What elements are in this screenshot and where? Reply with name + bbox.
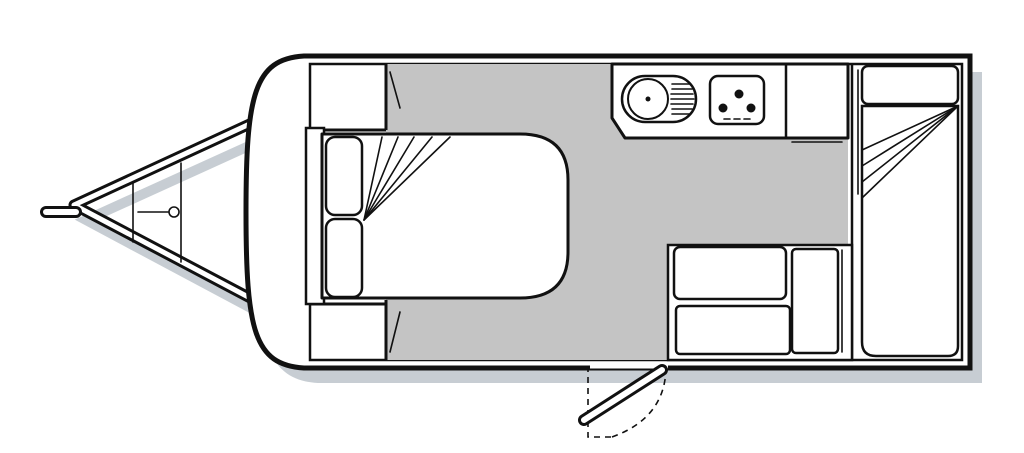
sink-icon [620, 74, 698, 124]
front-double-bed [304, 126, 570, 306]
rear-single-bed [850, 64, 960, 360]
entry-door[interactable] [578, 363, 668, 438]
stove-icon [708, 74, 766, 126]
dinette-seating [666, 243, 854, 362]
pillow [324, 135, 364, 217]
dinette-backrest [790, 247, 840, 355]
a-frame-hitch [40, 116, 260, 306]
pillow [324, 217, 364, 299]
jockey-wheel-icon [168, 206, 180, 218]
dinette-table [672, 245, 788, 301]
dinette-seat [674, 304, 792, 356]
kitchen-bench [610, 62, 850, 143]
